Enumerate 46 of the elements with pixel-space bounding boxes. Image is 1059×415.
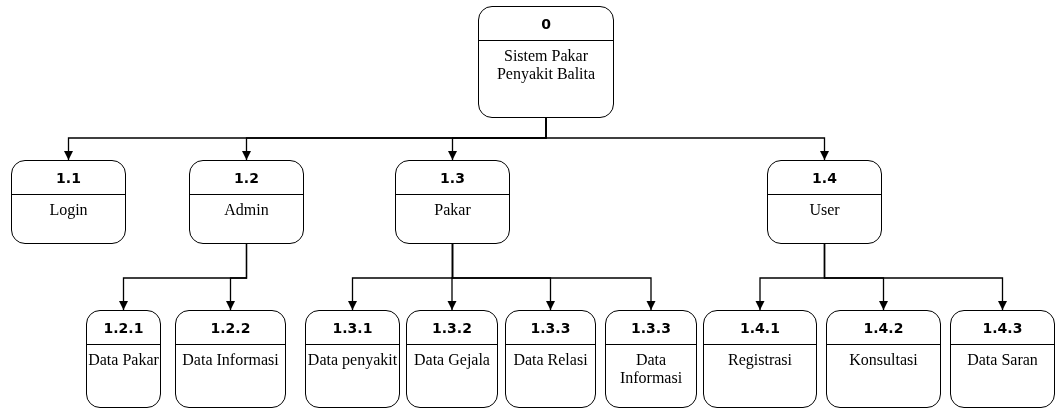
process-number: 1.1 bbox=[56, 169, 81, 186]
process-label: Data Relasi bbox=[513, 351, 588, 369]
process-number: 1.3.3 bbox=[631, 319, 671, 336]
process-number: 1.3.2 bbox=[432, 319, 472, 336]
process-label: Pakar bbox=[434, 201, 471, 219]
process-number: 1.3.3 bbox=[530, 319, 571, 336]
arrow bbox=[545, 117, 829, 161]
process-number: 1.4 bbox=[812, 169, 837, 186]
process-box bbox=[703, 310, 817, 408]
arrow bbox=[451, 243, 656, 311]
process-label: Registrasi bbox=[728, 351, 792, 369]
process-number: 1.2.2 bbox=[210, 319, 251, 336]
process-number: 1.4.1 bbox=[740, 319, 780, 336]
process-number: 0 bbox=[541, 15, 551, 32]
process-number: 1.4.2 bbox=[863, 319, 904, 336]
process-label: Data Gejala bbox=[414, 351, 490, 369]
process-label: Data Informasi bbox=[618, 351, 684, 387]
process-label: User bbox=[809, 201, 840, 219]
process-label: Data penyakit bbox=[307, 351, 398, 369]
process-label: Login bbox=[49, 201, 88, 219]
process-label: Data Pakar bbox=[88, 351, 159, 369]
process-box bbox=[605, 310, 697, 408]
process-box bbox=[175, 310, 286, 408]
process-number: 1.2 bbox=[234, 169, 259, 186]
process-number: 1.3 bbox=[440, 169, 465, 186]
process-label: Data Saran bbox=[967, 351, 1038, 369]
process-box bbox=[505, 310, 596, 408]
process-box bbox=[86, 310, 161, 408]
process-label: Sistem Pakar Penyakit Balita bbox=[495, 47, 597, 83]
arrow bbox=[226, 243, 248, 311]
process-number: 1.3.1 bbox=[332, 319, 373, 336]
process-label: Konsultasi bbox=[849, 351, 918, 369]
process-label: Admin bbox=[224, 201, 269, 219]
process-box bbox=[950, 310, 1055, 408]
process-box bbox=[406, 310, 498, 408]
process-box bbox=[305, 310, 400, 408]
process-box bbox=[478, 6, 614, 118]
process-box bbox=[395, 160, 510, 244]
process-box bbox=[189, 160, 304, 244]
process-number: 1.4.3 bbox=[982, 319, 1023, 336]
process-box bbox=[767, 160, 882, 244]
process-box bbox=[826, 310, 941, 408]
process-box bbox=[11, 160, 126, 244]
process-label: Data Informasi bbox=[182, 351, 279, 369]
arrow bbox=[823, 243, 1007, 311]
process-number: 1.2.1 bbox=[103, 319, 144, 336]
